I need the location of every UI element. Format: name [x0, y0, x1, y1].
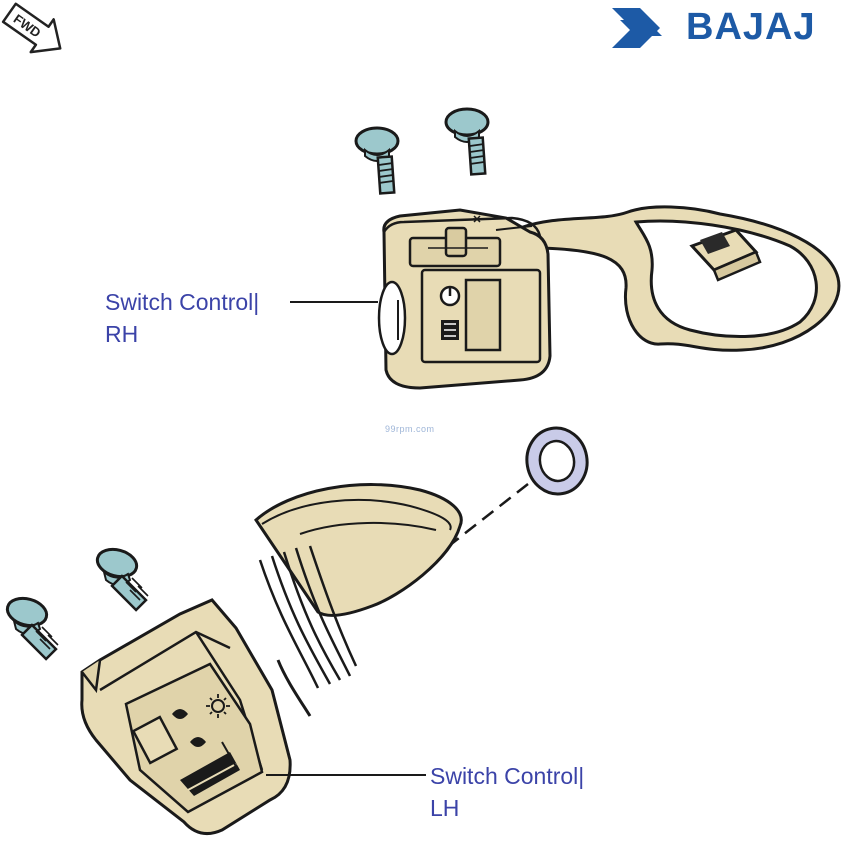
screw-icon: [95, 547, 149, 612]
bajaj-brand-name: BAJAJ: [686, 6, 816, 48]
lh-switch-housing: [80, 598, 292, 836]
rh-switch-housing: [377, 208, 552, 390]
rh-label-line2: RH: [105, 321, 139, 347]
forward-arrow-icon: FWD: [1, 2, 62, 54]
lh-part-label: Switch Control| LH: [430, 760, 584, 824]
rh-wire-harness: [517, 205, 841, 352]
screw-icon: [5, 596, 59, 661]
rh-connector: [689, 228, 762, 282]
lh-label-line1: Switch Control|: [430, 763, 585, 789]
rh-part-label: Switch Control| RH: [105, 286, 259, 350]
lh-label-line2: LH: [430, 795, 460, 821]
rh-label-line1: Switch Control|: [105, 289, 260, 315]
lh-wire-harness: [258, 545, 358, 717]
watermark-text: 99rpm.com: [385, 424, 435, 434]
bajaj-wings-logo-icon: [612, 8, 662, 48]
screw-icon: [444, 107, 490, 176]
washer-icon: [525, 426, 589, 496]
screw-icon: [354, 126, 400, 195]
